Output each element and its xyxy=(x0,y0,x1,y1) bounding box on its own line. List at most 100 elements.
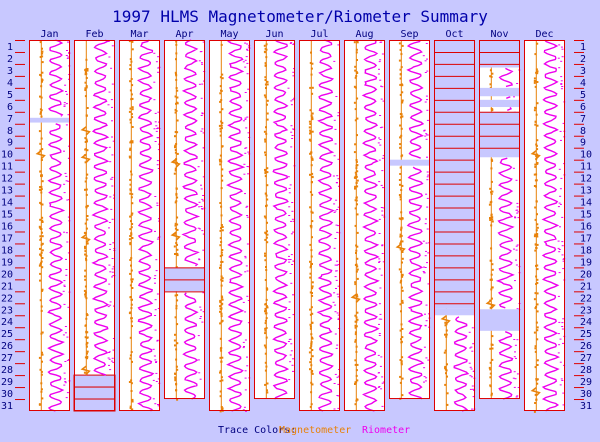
magnetometer-dot xyxy=(310,156,313,159)
riometer-dot xyxy=(63,150,65,152)
magnetometer-dot xyxy=(266,112,269,115)
missing-day xyxy=(73,398,116,412)
riometer-dot xyxy=(290,350,293,352)
magnetometer-dot xyxy=(266,241,269,244)
magnetometer-dot xyxy=(490,158,493,161)
magnetometer-dot xyxy=(85,77,88,79)
magnetometer-dot xyxy=(490,200,493,203)
riometer-dot xyxy=(63,102,66,104)
riometer-dot xyxy=(155,362,157,363)
riometer-dot xyxy=(379,287,382,289)
riometer-dot xyxy=(244,271,247,273)
riometer-dot xyxy=(425,218,427,220)
magnetometer-dot xyxy=(489,376,492,379)
month-label-sep: Sep xyxy=(400,29,418,40)
riometer-dot xyxy=(425,193,428,195)
magnetometer-dot xyxy=(398,194,401,196)
magnetometer-dot xyxy=(400,83,403,86)
magnetometer-dot xyxy=(399,196,402,198)
magnetometer-dot xyxy=(355,48,358,51)
riometer-dot xyxy=(425,43,428,44)
magnetometer-dot xyxy=(355,369,358,372)
magnetometer-dot xyxy=(174,333,176,336)
magnetometer-dot xyxy=(128,312,131,315)
magnetometer-dot xyxy=(131,116,134,119)
magnetometer-dot xyxy=(311,287,314,290)
magnetometer-dot xyxy=(398,179,401,181)
month-frame xyxy=(524,40,565,411)
riometer-dot xyxy=(288,309,291,310)
magnetometer-dot xyxy=(310,226,313,229)
riometer-dot xyxy=(202,147,205,149)
magnetometer-dot xyxy=(129,241,132,244)
magnetometer-dot xyxy=(41,221,44,223)
month-label-apr: Apr xyxy=(175,29,193,40)
magnetometer-dot xyxy=(84,278,87,281)
magnetometer-dot xyxy=(398,59,401,62)
magnetometer-dot xyxy=(221,298,224,301)
magnetometer-dot xyxy=(219,154,222,157)
magnetometer-dot xyxy=(85,138,88,141)
riometer-dot xyxy=(559,338,562,340)
magnetometer-dot xyxy=(175,304,178,307)
riometer-dot xyxy=(379,144,382,146)
magnetometer-dot xyxy=(534,307,537,310)
riometer-dot xyxy=(560,60,563,62)
riometer-dot xyxy=(289,259,292,260)
magnetometer-dot xyxy=(354,65,357,68)
data-gap xyxy=(434,303,475,309)
riometer-dot xyxy=(200,130,203,132)
magnetometer-dot xyxy=(38,356,41,359)
magnetometer-dot xyxy=(130,382,133,385)
riometer-dot xyxy=(63,384,66,386)
month-panel xyxy=(254,40,295,400)
day-label-right: 10 xyxy=(580,150,592,161)
month-frame xyxy=(389,40,430,400)
magnetometer-dot xyxy=(309,173,311,176)
magnetometer-dot xyxy=(355,316,358,319)
magnetometer-dot xyxy=(130,379,133,382)
riometer-dot xyxy=(378,323,380,325)
riometer-dot xyxy=(154,315,157,316)
magnetometer-dot xyxy=(128,238,131,241)
riometer-dot xyxy=(378,68,380,70)
magnetometer-dot xyxy=(221,73,224,76)
riometer-dot xyxy=(202,233,205,235)
magnetometer-dot xyxy=(401,289,404,292)
magnetometer-dot xyxy=(356,231,359,234)
riometer-dot xyxy=(63,372,66,374)
magnetometer-dot xyxy=(220,205,223,208)
magnetometer-dot xyxy=(40,262,42,265)
magnetometer-dot xyxy=(311,118,314,121)
magnetometer-dot xyxy=(446,363,448,366)
riometer-dot xyxy=(378,333,381,334)
riometer-dot xyxy=(426,99,428,101)
magnetometer-dot xyxy=(400,240,403,243)
magnetometer-dot xyxy=(489,69,492,72)
magnetometer-dot xyxy=(490,180,493,183)
riometer-dot xyxy=(334,304,337,306)
riometer-dot xyxy=(289,354,292,356)
magnetometer-dot xyxy=(491,343,494,346)
magnetometer-dot xyxy=(39,189,42,191)
magnetometer-dot xyxy=(130,257,133,260)
magnetometer-dot xyxy=(40,373,43,376)
day-label-left: 3 xyxy=(7,66,13,77)
riometer-dot xyxy=(197,335,200,337)
magnetometer-dot xyxy=(219,395,222,398)
riometer-dot xyxy=(557,352,560,354)
riometer-dot xyxy=(424,101,427,103)
riometer-dot xyxy=(154,359,157,361)
magnetometer-dot xyxy=(221,179,224,182)
riometer-dot xyxy=(337,319,340,320)
magnetometer-dot xyxy=(84,137,87,140)
riometer-dot xyxy=(377,354,380,356)
magnetometer-dot xyxy=(355,51,358,54)
magnetometer-dot xyxy=(129,228,132,231)
riometer-dot xyxy=(247,46,250,48)
magnetometer-dot xyxy=(38,130,41,133)
riometer-dot xyxy=(63,284,66,286)
magnetometer-dot xyxy=(131,400,134,403)
riometer-dot xyxy=(337,264,340,266)
riometer-dot xyxy=(288,317,291,319)
